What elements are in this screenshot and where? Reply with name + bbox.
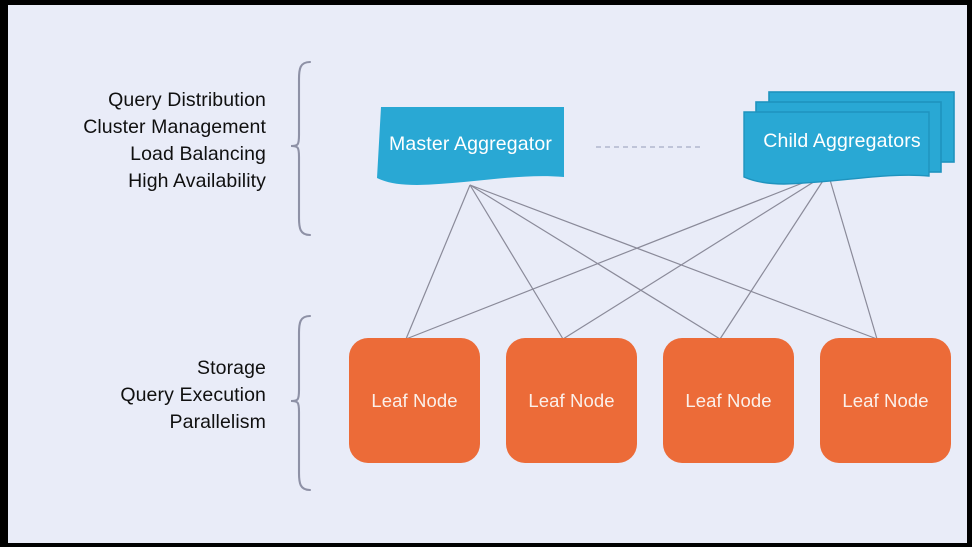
leaf-node-label: Leaf Node bbox=[842, 389, 929, 411]
brace-leaf-tier bbox=[290, 314, 312, 492]
node-master-aggregator[interactable]: Master Aggregator bbox=[377, 105, 564, 185]
leaf-tier-labels: Storage Query Execution Parallelism bbox=[8, 355, 266, 436]
node-child-aggregators[interactable]: Child Aggregators bbox=[736, 88, 955, 185]
label-query-execution: Query Execution bbox=[120, 384, 266, 406]
child-fanout-lines bbox=[405, 172, 878, 340]
master-fanout-lines bbox=[405, 184, 878, 340]
brace-aggregator-tier bbox=[290, 60, 312, 237]
label-query-distribution: Query Distribution bbox=[108, 89, 266, 111]
connector-layer bbox=[290, 60, 878, 492]
master-aggregator-label: Master Aggregator bbox=[389, 133, 552, 155]
child-aggregators-label: Child Aggregators bbox=[763, 130, 921, 152]
node-leaf-2[interactable]: Leaf Node bbox=[506, 338, 637, 463]
label-storage: Storage bbox=[197, 357, 266, 379]
child-aggregators-shape bbox=[743, 91, 955, 185]
child-aggregator-card-front bbox=[743, 111, 930, 185]
label-high-availability: High Availability bbox=[128, 170, 266, 192]
master-aggregator-shape bbox=[377, 107, 564, 185]
label-load-balancing: Load Balancing bbox=[130, 143, 266, 165]
label-cluster-management: Cluster Management bbox=[83, 116, 266, 138]
leaf-node-label: Leaf Node bbox=[528, 389, 615, 411]
label-parallelism: Parallelism bbox=[169, 411, 266, 433]
leaf-node-label: Leaf Node bbox=[371, 389, 458, 411]
diagram-canvas: Query Distribution Cluster Management Lo… bbox=[8, 5, 967, 543]
node-leaf-4[interactable]: Leaf Node bbox=[820, 338, 951, 463]
leaf-node-label: Leaf Node bbox=[685, 389, 772, 411]
node-leaf-1[interactable]: Leaf Node bbox=[349, 338, 480, 463]
node-leaf-3[interactable]: Leaf Node bbox=[663, 338, 794, 463]
aggregator-tier-labels: Query Distribution Cluster Management Lo… bbox=[8, 87, 266, 195]
